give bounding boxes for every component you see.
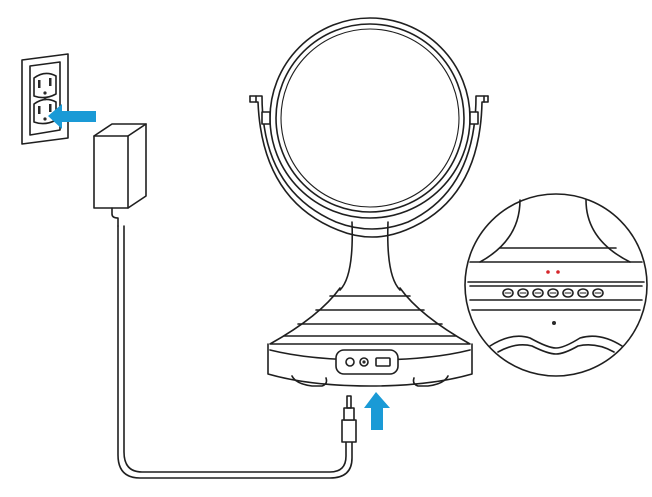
power-adapter (93, 123, 147, 227)
vanity-mirror (249, 17, 489, 291)
base-detail-callout (464, 193, 648, 377)
control-buttons (502, 288, 604, 298)
mirror-base (267, 287, 473, 387)
arrow-insert-plug (364, 392, 390, 430)
power-cable (117, 225, 353, 479)
dc-plug (341, 395, 357, 443)
wall-outlet (21, 53, 69, 145)
indicator-led-2 (556, 270, 560, 274)
arrow-insert-adapter (48, 104, 96, 129)
indicator-led-1 (546, 270, 550, 274)
